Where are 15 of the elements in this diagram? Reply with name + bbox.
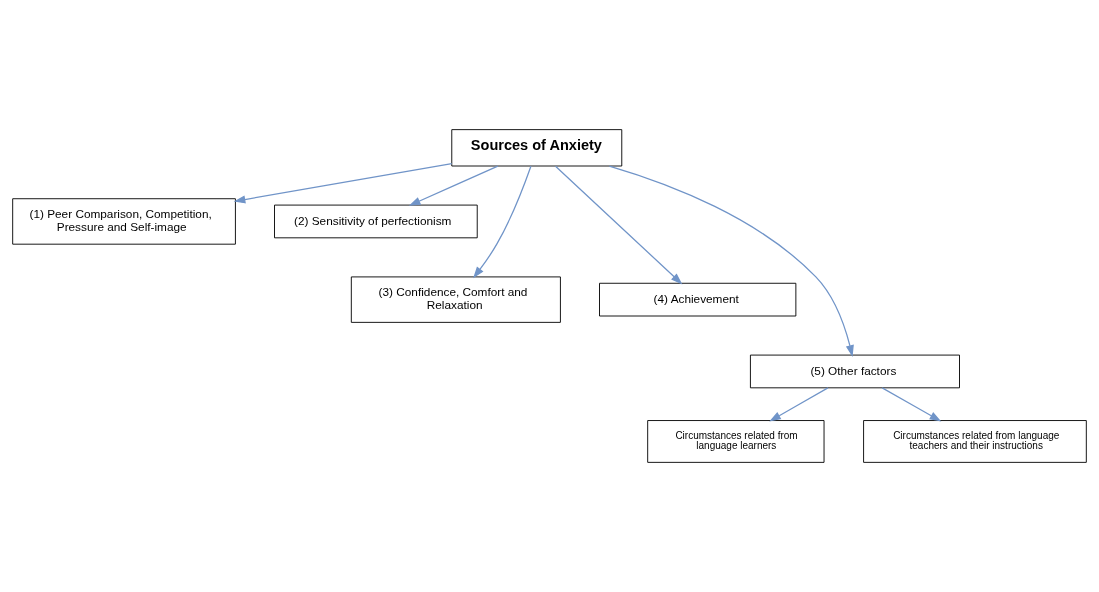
node-box: Circumstances related from language teachers and their instructions — [863, 420, 1087, 463]
arrow — [473, 165, 532, 279]
node-box: Sources of Anxiety — [451, 129, 623, 167]
node-box: (3) Confidence, Comfort and Relaxation — [350, 276, 561, 323]
node-box: (2) Sensitivity of perfectionism — [274, 204, 478, 239]
node-box: (5) Other factors — [749, 354, 960, 389]
node-box: (1) Peer Comparison, Competition, Pressure and Self-image — [12, 198, 236, 245]
arrow — [408, 165, 499, 206]
arrow — [608, 165, 854, 357]
arrow — [233, 162, 453, 204]
arrow — [769, 387, 829, 422]
node-box: (4) Achievement — [599, 282, 797, 317]
arrow — [881, 387, 942, 422]
arrow — [554, 165, 683, 285]
node-box: Circumstances related from language learners — [647, 420, 825, 463]
